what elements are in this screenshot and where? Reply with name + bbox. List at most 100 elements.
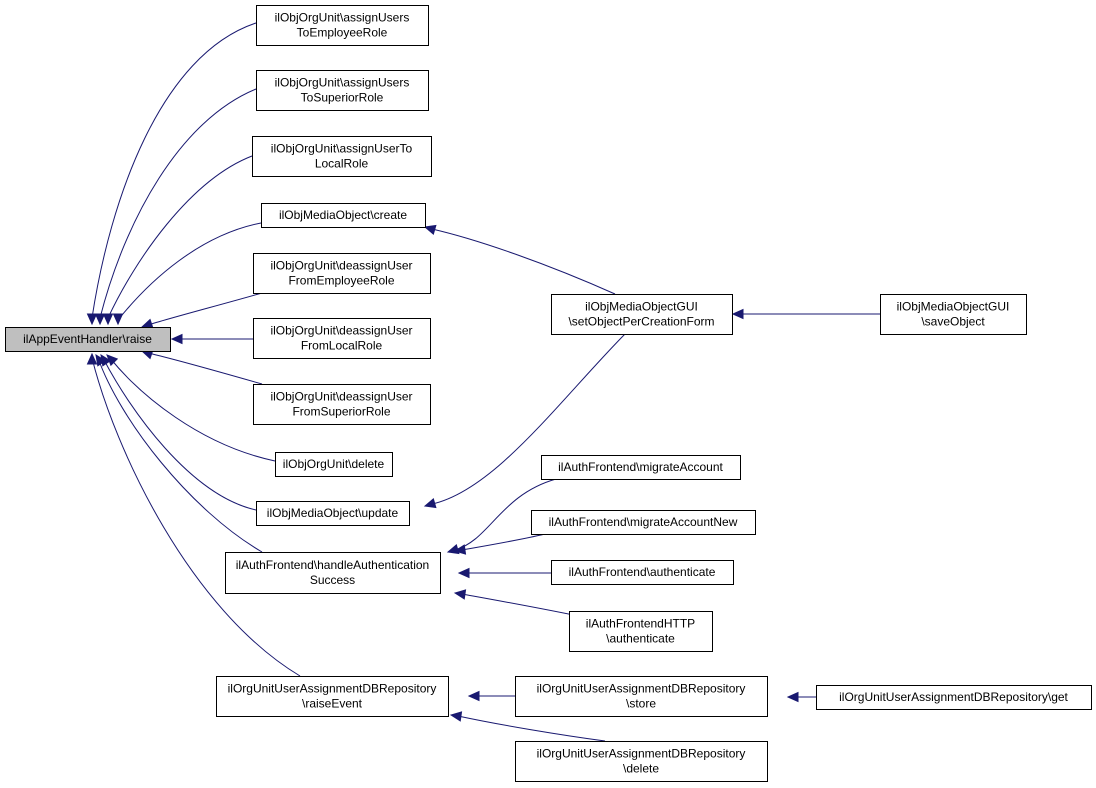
edge-ouDelete-to-raise (106, 354, 276, 462)
node-label: ToEmployeeRole (297, 26, 388, 40)
arrowhead-icon (112, 313, 124, 326)
edge-assignLocal-to-raise (102, 155, 253, 326)
edge-store-to-raiseEvent (467, 690, 515, 702)
edge-raiseEvent-to-raise (86, 352, 301, 677)
edges-layer (86, 22, 880, 742)
node-label: ilObjOrgUnit\delete (283, 457, 385, 471)
edge-line (461, 593, 584, 618)
node-label: ilObjMediaObject\create (279, 208, 407, 222)
node-label: ilObjOrgUnit\assignUserTo (271, 142, 413, 156)
node-box[interactable] (541, 455, 741, 480)
node-mobUpdate[interactable]: ilObjMediaObject\update (256, 501, 410, 526)
arrowhead-icon (467, 690, 480, 702)
node-box[interactable] (531, 510, 756, 535)
node-label: \setObjectPerCreationForm (568, 315, 714, 329)
edge-httpAuth-to-handleAuth (453, 589, 584, 618)
arrowhead-icon (423, 498, 437, 509)
edge-line (461, 533, 546, 551)
node-label: ilObjOrgUnit\deassignUser (270, 390, 412, 404)
node-store[interactable]: ilOrgUnitUserAssignmentDBRepository\stor… (515, 676, 768, 717)
node-box[interactable] (256, 501, 410, 526)
arrowhead-icon (453, 544, 467, 555)
node-box[interactable] (515, 741, 768, 782)
node-deassignSup[interactable]: ilObjOrgUnit\deassignUserFromSuperiorRol… (253, 384, 431, 425)
edge-line (91, 22, 257, 319)
node-mobCreate[interactable]: ilObjMediaObject\create (261, 203, 426, 228)
node-label: ilObjOrgUnit\assignUsers (275, 76, 410, 90)
node-box[interactable] (816, 685, 1092, 710)
node-label: ilAuthFrontend\authenticate (569, 565, 716, 579)
node-migrateNew[interactable]: ilAuthFrontend\migrateAccountNew (531, 510, 756, 535)
edge-authenticate-to-handleAuth (457, 567, 551, 579)
node-raiseEvent[interactable]: ilOrgUnitUserAssignmentDBRepository\rais… (216, 676, 449, 717)
node-label: ilObjOrgUnit\deassignUser (270, 324, 412, 338)
node-ouDelete[interactable]: ilObjOrgUnit\delete (275, 452, 393, 477)
node-label: ToSuperiorRole (301, 91, 384, 105)
node-httpAuth[interactable]: ilAuthFrontendHTTP\authenticate (569, 611, 713, 652)
edge-deassignEmp-to-raise (140, 292, 263, 329)
node-label: ilObjMediaObjectGUI (897, 300, 1010, 314)
edge-migrateNew-to-handleAuth (453, 533, 546, 555)
node-label: ilOrgUnitUserAssignmentDBRepository (537, 682, 746, 696)
node-box[interactable] (5, 327, 171, 352)
node-repoDelete[interactable]: ilOrgUnitUserAssignmentDBRepository\dele… (515, 741, 768, 782)
node-repoGet[interactable]: ilOrgUnitUserAssignmentDBRepository\get (816, 685, 1092, 710)
node-box[interactable] (252, 136, 432, 177)
edge-line (97, 357, 263, 553)
edge-handleAuth-to-raise (95, 353, 263, 553)
edge-line (91, 357, 301, 677)
node-box[interactable] (569, 611, 713, 652)
node-box[interactable] (515, 676, 768, 717)
node-authenticate[interactable]: ilAuthFrontend\authenticate (551, 560, 734, 585)
node-box[interactable] (216, 676, 449, 717)
node-box[interactable] (256, 5, 429, 46)
arrowhead-icon (731, 308, 744, 320)
edge-mobUpdate-to-raise (100, 353, 257, 511)
node-box[interactable] (253, 253, 431, 294)
edge-line (99, 88, 257, 319)
node-raise[interactable]: ilAppEventHandler\raise (5, 327, 171, 352)
edge-saveObj-to-setObj (731, 308, 880, 320)
arrowhead-icon (453, 589, 467, 600)
node-setObj[interactable]: ilObjMediaObjectGUI\setObjectPerCreation… (551, 294, 733, 335)
edge-assignSup-to-raise (94, 88, 257, 326)
node-label: \authenticate (606, 632, 675, 646)
edge-line (117, 222, 262, 321)
node-deassignEmp[interactable]: ilObjOrgUnit\deassignUserFromEmployeeRol… (253, 253, 431, 294)
node-box[interactable] (880, 294, 1027, 335)
node-box[interactable] (275, 452, 393, 477)
node-label: ilAuthFrontend\migrateAccount (558, 460, 723, 474)
node-box[interactable] (253, 318, 431, 359)
node-saveObj[interactable]: ilObjMediaObjectGUI\saveObject (880, 294, 1027, 335)
edge-setObj-to-mobCreate (423, 224, 616, 295)
edge-deassignSup-to-raise (140, 349, 263, 385)
edge-line (102, 357, 257, 511)
edge-line (431, 333, 626, 505)
node-label: \delete (623, 762, 659, 776)
edge-deassignLocal-to-raise (170, 333, 253, 345)
arrowhead-icon (86, 313, 98, 326)
node-label: ilOrgUnitUserAssignmentDBRepository\get (839, 690, 1068, 704)
edge-line (107, 155, 253, 319)
arrowhead-icon (102, 313, 114, 326)
node-box[interactable] (551, 560, 734, 585)
arrowhead-icon (95, 353, 107, 367)
node-label: Success (310, 573, 355, 587)
node-handleAuth[interactable]: ilAuthFrontend\handleAuthenticationSucce… (225, 552, 441, 594)
node-box[interactable] (551, 294, 733, 335)
node-migrate[interactable]: ilAuthFrontend\migrateAccount (541, 455, 741, 480)
node-label: ilOrgUnitUserAssignmentDBRepository (537, 747, 746, 761)
node-box[interactable] (253, 384, 431, 425)
node-box[interactable] (261, 203, 426, 228)
edge-mobCreate-to-raise (112, 222, 262, 326)
node-box[interactable] (225, 552, 441, 594)
node-box[interactable] (256, 70, 429, 111)
edge-setObj-to-mobUpdate (423, 333, 626, 509)
nodes-layer: ilAppEventHandler\raise ilObjOrgUnit\assi… (5, 5, 1092, 782)
arrowhead-icon (94, 313, 106, 326)
